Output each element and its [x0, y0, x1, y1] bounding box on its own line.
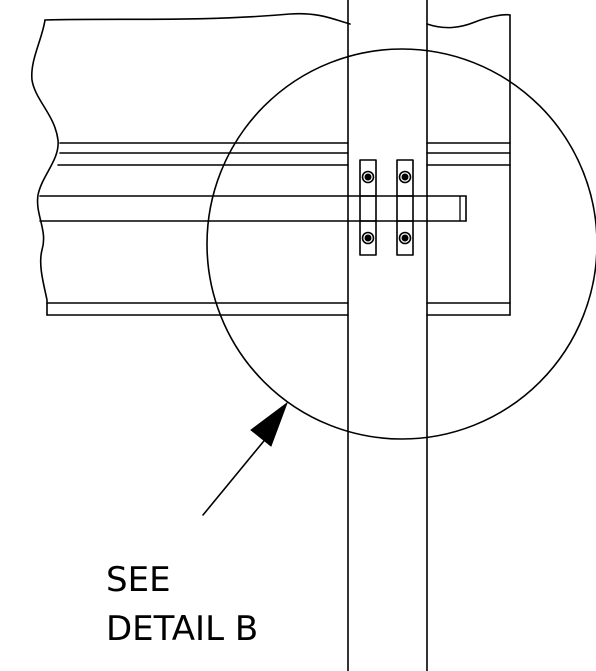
beam-top-break-edge — [44, 12, 351, 25]
bolt-icon — [398, 231, 412, 245]
callout-line-2: DETAIL B — [106, 609, 258, 649]
leader-line — [202, 435, 269, 516]
horizontal-beam — [31, 12, 511, 316]
horizontal-rod — [39, 195, 467, 222]
clamp-bracket-left — [359, 159, 377, 256]
clamp-plate-left — [359, 159, 377, 256]
vertical-post — [347, 0, 428, 671]
callout-label: SEE DETAIL B — [106, 560, 258, 649]
leader-arrow — [202, 401, 289, 516]
arrowhead-icon — [250, 401, 289, 447]
clamp-bracket-right — [396, 159, 414, 256]
beam-left-break-line — [31, 19, 59, 316]
beam-top-break-edge-right — [426, 13, 511, 29]
callout-line-1: SEE — [106, 560, 171, 600]
bolt-icon — [398, 170, 412, 184]
bolt-icon — [364, 173, 372, 181]
bolt-icon — [401, 173, 409, 181]
bolt-icon — [364, 234, 372, 242]
bolt-icon — [401, 234, 409, 242]
clamp-plate-right — [396, 159, 414, 256]
detail-circle — [206, 48, 596, 440]
bolt-icon — [361, 231, 375, 245]
bolt-icon — [361, 170, 375, 184]
